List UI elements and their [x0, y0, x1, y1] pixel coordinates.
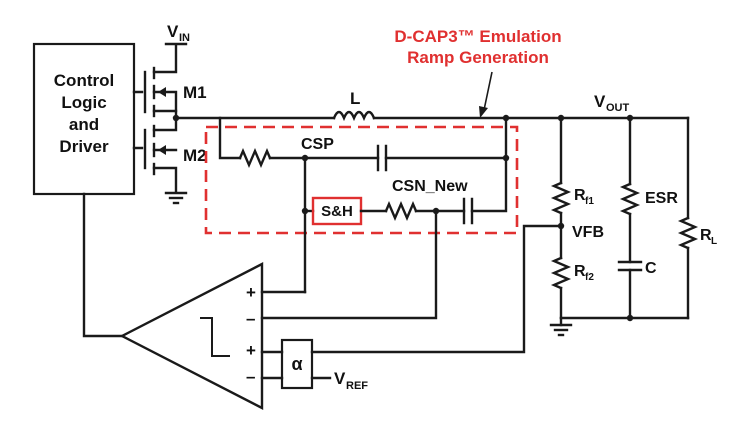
control-line-3: and	[69, 115, 99, 134]
vfb-to-alpha-wire	[310, 224, 563, 354]
plus-1: +	[246, 283, 256, 302]
csn-right-wire	[470, 156, 508, 213]
m2-label: M2	[183, 146, 207, 165]
vfb-label: VFB	[572, 224, 604, 241]
mosfet-m1	[143, 44, 178, 120]
control-line-4: Driver	[59, 137, 109, 156]
rl-subscript: L	[711, 236, 717, 247]
ground-rail-node	[626, 314, 634, 322]
vout-label: V	[594, 92, 606, 111]
rf1-label: R	[574, 187, 586, 204]
emulation-title-2: Ramp Generation	[407, 48, 549, 67]
csp-resistor	[238, 147, 272, 169]
alpha-output-wires	[260, 350, 284, 380]
mosfet-m2	[143, 116, 178, 194]
rf1-resistor	[550, 181, 572, 215]
vin-subscript: IN	[179, 32, 190, 44]
sh-label: S&H	[321, 203, 353, 220]
ground-symbol-m2	[164, 191, 188, 205]
plus-2: +	[246, 341, 256, 360]
gate-drive-wires	[132, 90, 144, 150]
esr-label: ESR	[645, 190, 678, 207]
rf2-label: R	[574, 263, 586, 280]
load-resistor	[677, 216, 699, 250]
alpha-block	[280, 338, 314, 390]
vout-subscript: OUT	[606, 102, 630, 114]
rf2-subscript: f2	[585, 272, 594, 283]
csp-junction-top	[502, 114, 510, 122]
minus-1: –	[246, 309, 255, 328]
rf1-subscript: f1	[585, 196, 594, 207]
inductor-label: L	[350, 89, 360, 108]
rf2-resistor	[550, 256, 572, 290]
control-line-1: Control	[54, 71, 114, 90]
rl-label: R	[700, 227, 712, 244]
comparator	[119, 262, 264, 410]
vref-subscript: REF	[346, 380, 368, 392]
emulation-ramp-box	[204, 125, 519, 235]
csn-resistor	[384, 200, 418, 222]
csn-to-comparator-wire	[260, 209, 438, 320]
vref-label: V	[334, 369, 346, 388]
emulation-title-1: D-CAP3™ Emulation	[394, 27, 561, 46]
vin-label: V	[167, 22, 179, 41]
emulation-pointer-arrow	[479, 71, 493, 118]
csp-left-wire	[218, 116, 242, 160]
inductor-l	[332, 110, 376, 122]
comparator-step-glyph	[200, 317, 230, 357]
alpha-label: α	[291, 354, 302, 374]
c-label: C	[645, 260, 657, 277]
ground-symbol-output	[549, 316, 573, 337]
m1-label: M1	[183, 83, 207, 102]
csp-label: CSP	[301, 136, 334, 153]
control-line-2: Logic	[61, 93, 106, 112]
csn-label: CSN_New	[392, 178, 468, 195]
esr-resistor	[619, 182, 641, 216]
minus-2: –	[246, 367, 255, 386]
comparator-output-wire	[82, 192, 124, 338]
